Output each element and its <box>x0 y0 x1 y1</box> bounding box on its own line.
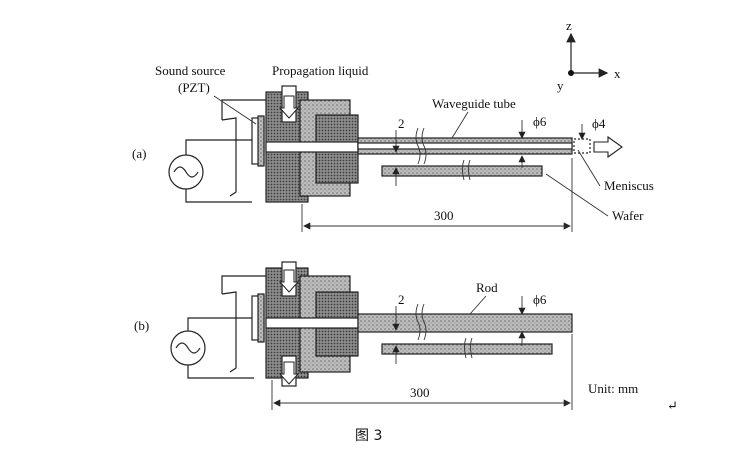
label-propagation-liquid: Propagation liquid <box>272 63 369 78</box>
part-a-dia-outer: ϕ6 <box>533 114 547 129</box>
diagram-part-b: (b) 2 ϕ6 <box>134 261 678 413</box>
part-b-tag: (b) <box>134 318 149 333</box>
label-waveguide-tube: Waveguide tube <box>432 96 516 111</box>
label-rod: Rod <box>476 280 498 295</box>
part-b-gap-dim: 2 <box>398 292 405 307</box>
label-sound-source: Sound source <box>155 63 226 78</box>
label-wafer: Wafer <box>612 208 644 223</box>
part-a-dia-inner: ϕ4 <box>592 116 606 131</box>
label-pzt: (PZT) <box>178 80 210 95</box>
label-unit: Unit: mm <box>588 381 638 396</box>
svg-text:↵: ↵ <box>667 398 678 413</box>
part-a-tag: (a) <box>132 146 146 161</box>
coordinate-axes: z x y <box>557 18 621 93</box>
axis-z-label: z <box>566 18 572 33</box>
diagram-part-a: (a) 2 <box>132 63 654 232</box>
part-a-length: 300 <box>434 208 454 223</box>
axis-x-label: x <box>614 66 621 81</box>
part-a-gap-dim: 2 <box>398 116 405 131</box>
part-b-length: 300 <box>410 385 430 400</box>
figure-caption: 图 3 <box>355 428 382 444</box>
label-meniscus: Meniscus <box>604 178 654 193</box>
part-b-dia: ϕ6 <box>533 292 547 307</box>
axis-y-label: y <box>557 78 564 93</box>
